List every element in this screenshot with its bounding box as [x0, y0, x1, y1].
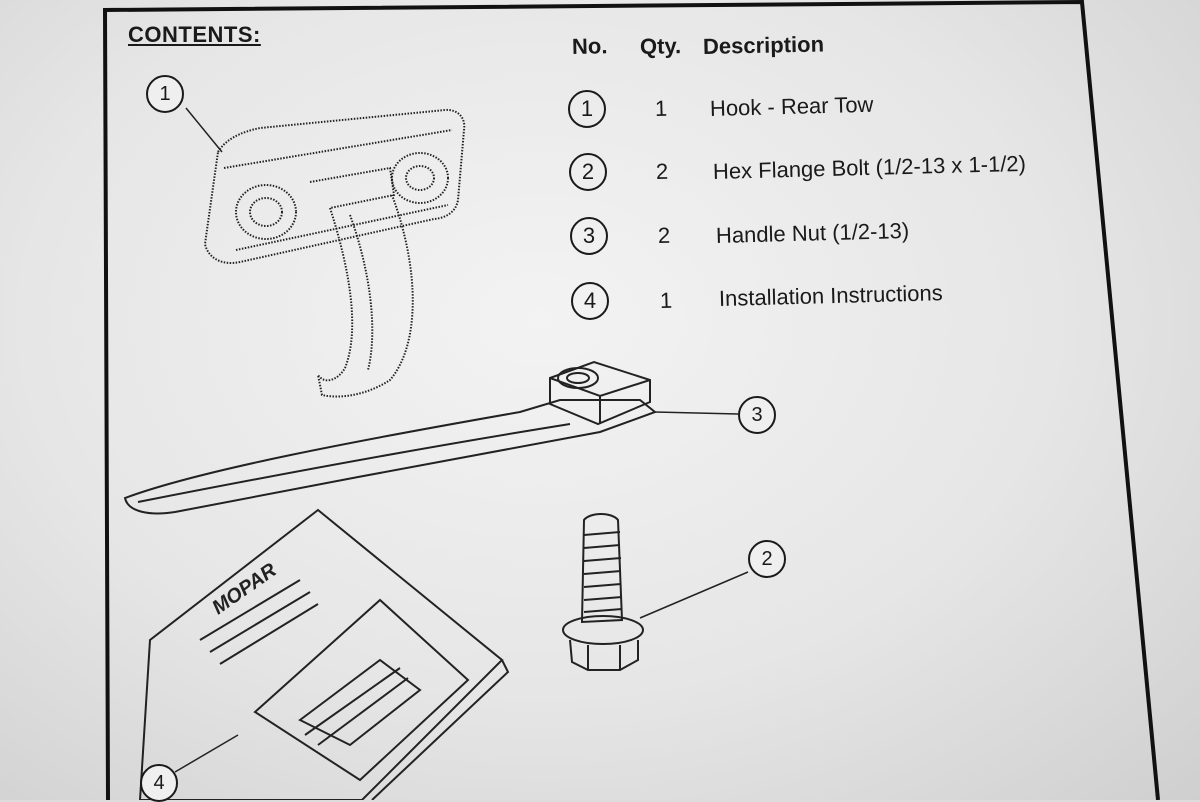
contents-title: CONTENTS: — [128, 22, 261, 47]
callout-4-booklet: 4 — [140, 764, 178, 802]
item-number-circle: 3 — [570, 217, 608, 255]
item-number-circle: 4 — [571, 282, 609, 320]
tow-hook-drawing — [203, 108, 466, 398]
callout-1-hook: 1 — [146, 75, 184, 113]
hex-flange-bolt-drawing — [562, 513, 644, 671]
item-number-circle: 2 — [569, 153, 607, 191]
item-number-circle: 1 — [568, 90, 606, 128]
instruction-booklet-drawing — [138, 508, 510, 800]
callout-2-bolt: 2 — [748, 540, 786, 578]
callout-3-nut: 3 — [738, 396, 776, 434]
handle-nut-drawing — [123, 360, 658, 515]
